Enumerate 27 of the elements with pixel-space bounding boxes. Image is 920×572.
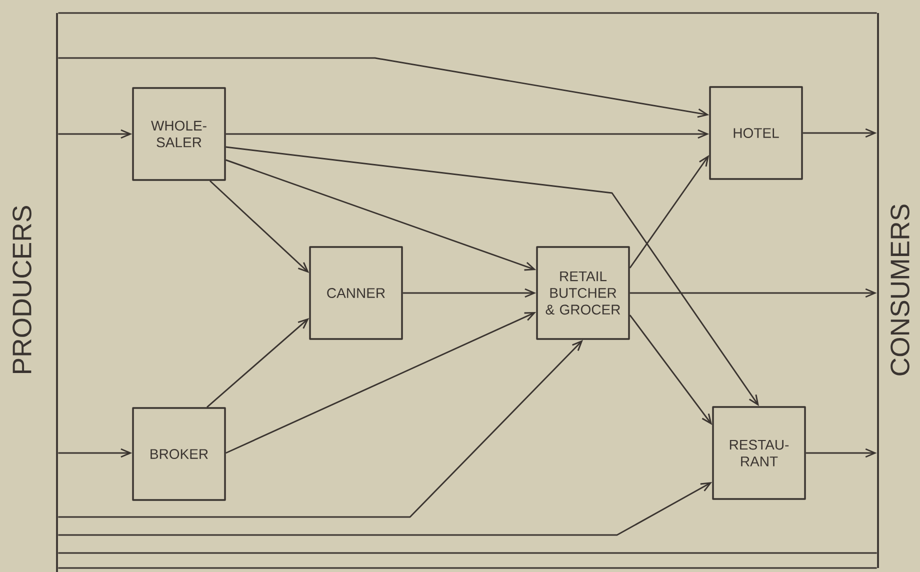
arrow: [226, 159, 536, 271]
arrow: [802, 128, 877, 138]
arrow: [58, 129, 132, 139]
arrow: [402, 288, 536, 298]
arrow: [58, 482, 712, 536]
arrow: [806, 448, 877, 458]
process-box: CANNER: [309, 246, 403, 340]
side-label: CONSUMERS: [890, 204, 910, 376]
process-box: RESTAU- RANT: [712, 406, 806, 500]
boundary-line: [877, 13, 879, 568]
boundary-line: [56, 13, 58, 572]
side-label: PRODUCERS: [12, 206, 32, 373]
arrow: [630, 288, 877, 298]
arrow: [206, 318, 310, 408]
process-box: HOTEL: [709, 86, 803, 180]
process-box: WHOLE- SALER: [132, 87, 226, 181]
process-box: RETAIL BUTCHER & GROCER: [536, 246, 630, 340]
process-box: BROKER: [132, 407, 226, 501]
arrow: [629, 155, 710, 268]
arrow: [226, 129, 710, 139]
arrow: [58, 57, 710, 118]
arrow: [58, 340, 583, 518]
arrow: [58, 448, 132, 458]
arrow: [629, 314, 712, 425]
arrow: [226, 312, 536, 454]
arrow: [226, 146, 759, 406]
arrow: [210, 180, 310, 273]
